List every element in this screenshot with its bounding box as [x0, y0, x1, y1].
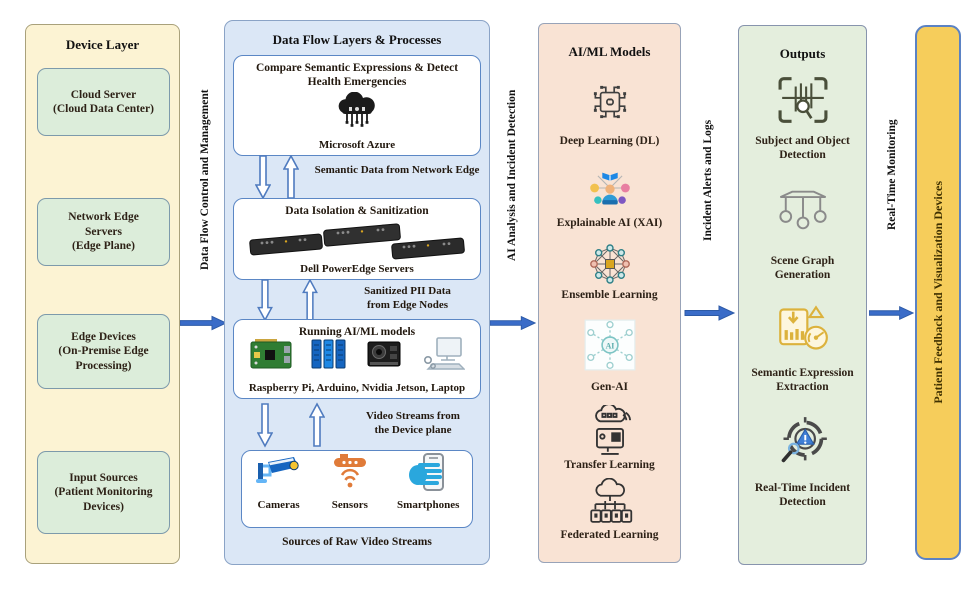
device-box-cloud-server: Cloud Server (Cloud Data Center) [37, 68, 170, 136]
source-smartphones: Smartphones [397, 453, 459, 511]
running-models-box: Running AI/ML models [233, 319, 481, 399]
semantic-extraction-icon [739, 304, 866, 354]
device-layer-title: Device Layer [65, 37, 140, 52]
server-rack-icon [234, 219, 480, 261]
data-isolation-caption: Dell PowerEdge Servers [300, 263, 414, 275]
arrow-up-icon [302, 278, 318, 323]
sources-box: Cameras Sensors [241, 450, 473, 528]
object-detection-icon [739, 76, 866, 124]
data-flow-column: Data Flow Layers & Processes Compare Sem… [224, 20, 490, 565]
compare-semantic-title: Compare Semantic Expressions & Detect He… [255, 62, 459, 89]
ensemble-network-icon [539, 242, 680, 286]
transfer-learning-icon [539, 405, 680, 455]
arrow-down-icon [257, 279, 273, 323]
arrow-dataflow-to-aiml [489, 315, 537, 336]
sources-caption: Sources of Raw Video Streams [282, 536, 432, 548]
arrow-up-icon [282, 154, 300, 199]
outputs-title: Outputs [779, 46, 826, 61]
arrow-up-icon [308, 402, 326, 447]
aiml-item-label: Transfer Learning [564, 459, 655, 471]
running-models-title: Running AI/ML models [298, 326, 416, 338]
smartphone-icon [406, 453, 450, 498]
device-box-input-sources: Input Sources (Patient Monitoring Device… [37, 451, 170, 534]
output-item-label: Semantic Expression Extraction [751, 367, 854, 394]
sensor-icon [328, 453, 372, 498]
gen-ai-icon: AI [539, 318, 680, 372]
scene-graph-icon [739, 186, 866, 234]
explainable-ai-icon [539, 165, 680, 211]
device-box-edge-devices: Edge Devices (On-Premise Edge Processing… [37, 314, 170, 389]
camera-label: Cameras [257, 499, 300, 511]
connector-label-realtime-monitoring: Real-Time Monitoring [886, 119, 898, 231]
connector-label-ai-analysis: AI Analysis and Incident Detection [506, 89, 518, 261]
arrow-outputs-to-feedback [868, 305, 915, 326]
arrow-device-to-dataflow [179, 315, 228, 336]
nvidia-jetson-icon [366, 338, 402, 375]
arrow-aiml-to-outputs [684, 305, 736, 326]
smartphone-label: Smartphones [397, 499, 460, 511]
aiml-item-label: Deep Learning (DL) [559, 135, 660, 147]
compare-semantic-box: Compare Semantic Expressions & Detect He… [233, 55, 481, 156]
arrow-down-icon [256, 402, 274, 448]
data-isolation-title: Data Isolation & Sanitization [285, 205, 429, 217]
flow-label-video-streams: Video Streams from the Device plane [366, 410, 460, 437]
feedback-bar-label: Patient Feedback and Visualization Devic… [930, 181, 945, 404]
flow-label-sanitized-pii: Sanitized PII Data from Edge Nodes [364, 285, 451, 312]
aiml-item-label: Ensemble Learning [561, 289, 658, 301]
flow-label-semantic-data: Semantic Data from Network Edge [314, 164, 480, 176]
device-layer-column: Device Layer Cloud Server (Cloud Data Ce… [25, 24, 180, 564]
aiml-item-label: Federated Learning [560, 529, 659, 541]
camera-icon [255, 453, 303, 498]
raspberry-pi-icon [250, 338, 292, 375]
arduino-icon [311, 338, 347, 375]
device-icons-row [240, 337, 474, 376]
sensor-label: Sensors [331, 499, 368, 511]
source-sensors: Sensors [328, 453, 372, 511]
chip-icon [539, 78, 680, 126]
feedback-bar: Patient Feedback and Visualization Devic… [915, 25, 961, 560]
output-item-label: Scene Graph Generation [770, 255, 835, 282]
running-models-caption: Raspberry Pi, Arduino, Nvidia Jetson, La… [248, 382, 466, 394]
federated-learning-icon [539, 478, 680, 526]
azure-cloud-icon [234, 92, 480, 128]
aiml-models-title: AI/ML Models [568, 44, 651, 59]
connector-label-incident-alerts: Incident Alerts and Logs [702, 119, 714, 241]
aiml-item-label: Explainable AI (XAI) [556, 217, 663, 229]
output-item-label: Subject and Object Detection [755, 135, 850, 162]
arrow-down-icon [254, 155, 272, 200]
device-box-network-edge: Network Edge Servers (Edge Plane) [37, 198, 170, 266]
source-cameras: Cameras [255, 453, 303, 511]
laptop-icon [421, 337, 466, 376]
data-flow-title: Data Flow Layers & Processes [272, 32, 442, 47]
outputs-column: Outputs Subject and Object Detection [738, 25, 867, 565]
aiml-item-label: Gen-AI [590, 381, 629, 393]
svg-text:AI: AI [605, 341, 614, 350]
connector-label-data-flow-control: Data Flow Control and Management [199, 89, 211, 271]
output-item-label: Real-Time Incident Detection [754, 482, 851, 509]
incident-detection-icon [739, 416, 866, 468]
compare-semantic-caption: Microsoft Azure [318, 139, 396, 151]
data-isolation-box: Data Isolation & Sanitization [233, 198, 481, 280]
aiml-models-column: AI/ML Models Deep Learning (DL) [538, 23, 681, 563]
